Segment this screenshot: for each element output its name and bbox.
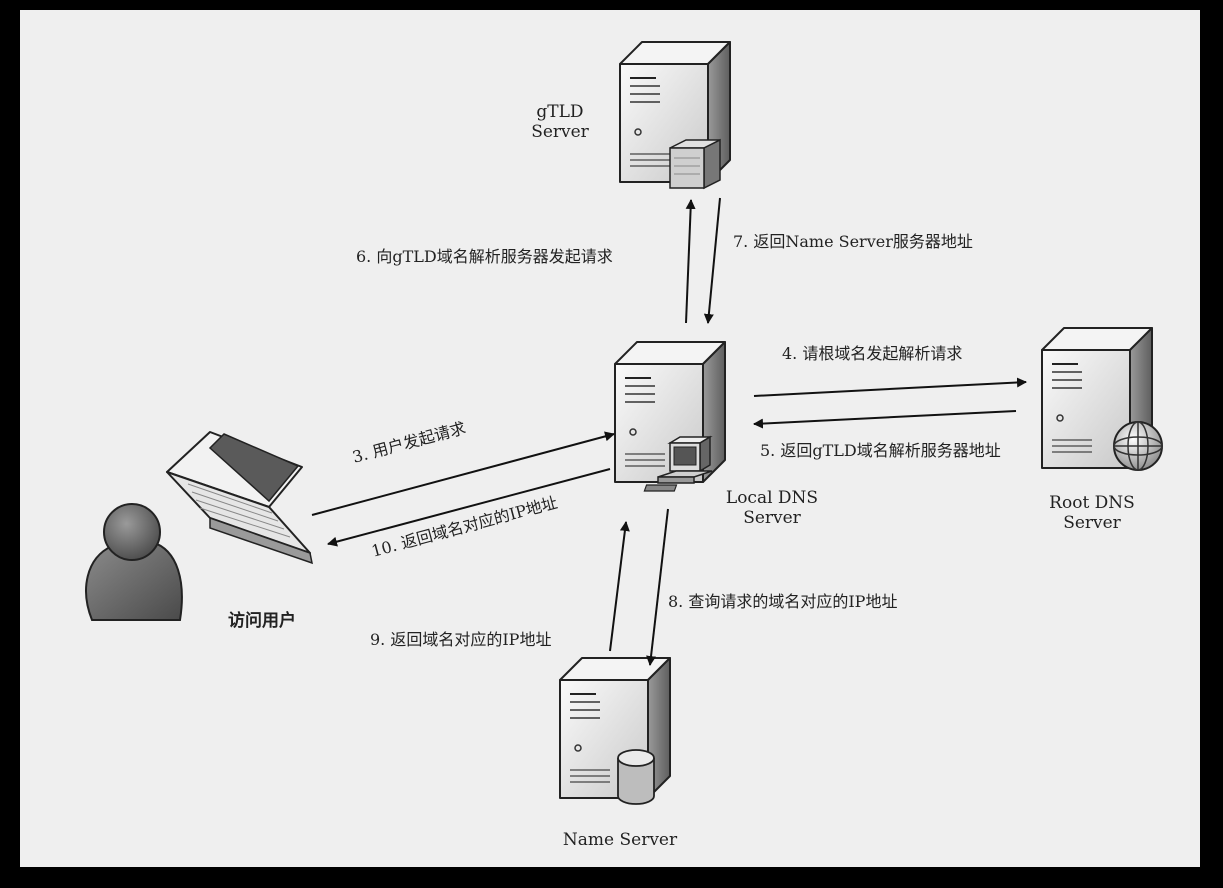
step-9-label: 9. 返回域名对应的IP地址 [370, 630, 552, 649]
step-8-label: 8. 查询请求的域名对应的IP地址 [668, 592, 898, 611]
root-dns-server-icon [1041, 327, 1163, 471]
local-dns-label-line2: Server [743, 508, 801, 528]
step-4-label: 4. 请根域名发起解析请求 [782, 344, 963, 363]
arrow-step-9 [609, 521, 630, 652]
local-dns-label-line1: Local DNS [725, 488, 819, 508]
local-dns-label: Local DNS Server [712, 488, 832, 528]
diagram-graphics [85, 41, 1163, 805]
diagram-canvas: gTLD Server Local DNS Server Root DNS Se… [20, 10, 1200, 867]
arrow-step-4 [753, 377, 1027, 397]
root-dns-label: Root DNS Server [1032, 493, 1152, 533]
gtld-server-label: gTLD Server [520, 102, 600, 142]
arrow-step-5 [753, 410, 1017, 429]
root-dns-label-line1: Root DNS [1049, 493, 1135, 513]
arrow-step-8 [646, 508, 669, 666]
user-label: 访问用户 [228, 611, 296, 631]
arrow-step-10 [327, 468, 611, 547]
step-7-label: 7. 返回Name Server服务器地址 [733, 232, 973, 251]
arrow-step-7 [703, 197, 721, 324]
step-6-label: 6. 向gTLD域名解析服务器发起请求 [356, 247, 613, 266]
gtld-label-line1: gTLD [536, 102, 584, 122]
arrow-step-6 [685, 199, 696, 324]
gtld-server-icon [619, 41, 731, 190]
arrow-step-3 [311, 431, 615, 516]
name-server-label: Name Server [562, 830, 678, 850]
root-dns-label-line2: Server [1063, 513, 1121, 533]
name-server-icon [559, 657, 671, 805]
local-dns-server-icon [614, 341, 726, 492]
step-5-label: 5. 返回gTLD域名解析服务器地址 [760, 441, 1001, 460]
gtld-label-line2: Server [531, 122, 589, 142]
user-laptop-icon [85, 431, 313, 621]
